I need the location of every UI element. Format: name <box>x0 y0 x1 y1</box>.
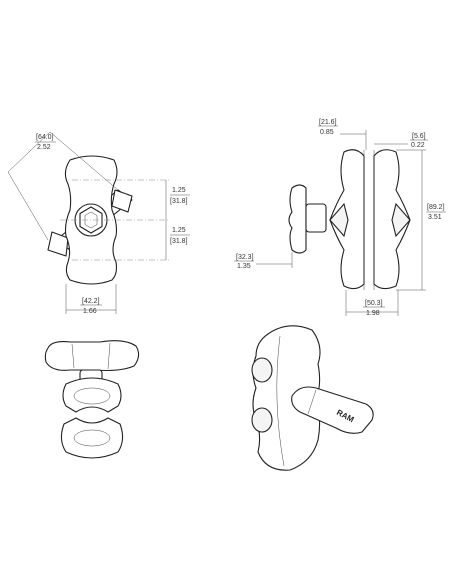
diag-dim-line <box>7 131 51 173</box>
side-view-knob-neck <box>305 203 327 233</box>
depth-dim-mm: [50.3] <box>365 300 383 307</box>
angled-clamp-seam <box>276 335 285 467</box>
side-view-ball-left <box>329 202 349 238</box>
lower-dim-in: 1.25 <box>172 227 186 234</box>
depth-dim-in: 1.98 <box>366 310 380 317</box>
angled-ball-top <box>251 357 273 383</box>
side-view-knob <box>288 184 307 254</box>
perspective-knob-ridge-1 <box>71 343 75 369</box>
front-view-dimensions: [64.0] 2.52 1.25 [31.8] 1.25 [31.8] [42.… <box>7 131 190 315</box>
side-view-dimensions: [21.6] 0.85 [5.6] 0.22 [89.2] 3.51 [32.3… <box>234 119 446 317</box>
perspective-upper-clamp <box>62 377 122 413</box>
side-view-ball-right <box>391 202 411 238</box>
perspective-knob-ridge-2 <box>107 342 111 370</box>
perspective-view-front <box>44 340 140 459</box>
top-dim-mm: [21.6] <box>319 119 337 126</box>
width-dim-mm: [42.2] <box>82 298 100 305</box>
front-view-arm-tip-right <box>111 189 133 213</box>
lower-dim-mm: [31.8] <box>170 238 188 245</box>
front-view <box>47 155 170 285</box>
diag-dim-mm: [64.0] <box>36 134 54 141</box>
height-dim-mm: [89.2] <box>427 204 445 211</box>
height-dim-in: 3.51 <box>428 214 442 221</box>
diag-dim-in: 2.52 <box>37 144 51 151</box>
perspective-knob <box>44 340 140 372</box>
diag-dim-ext-1 <box>49 131 119 191</box>
knob-dim-mm: [32.3] <box>236 254 254 261</box>
gap-dim-in: 0.22 <box>411 142 425 149</box>
angled-ball-bottom <box>251 407 273 433</box>
diag-dim-ext-2 <box>7 171 49 241</box>
front-view-arm-tip-left <box>47 231 69 257</box>
side-view <box>288 149 411 290</box>
angled-handle-ridge <box>307 389 317 415</box>
gap-dim-mm: [5.6] <box>412 133 426 140</box>
top-dim-in: 0.85 <box>320 129 334 136</box>
width-dim-in: 1.66 <box>83 308 97 315</box>
perspective-lower-ring <box>73 429 111 447</box>
upper-dim-mm: [31.8] <box>170 198 188 205</box>
upper-dim-in: 1.25 <box>172 187 186 194</box>
perspective-view-angled: RAM <box>251 325 374 471</box>
front-view-hex-socket <box>84 211 98 229</box>
perspective-upper-ring <box>73 387 111 405</box>
perspective-lower-clamp <box>60 417 124 459</box>
angled-handle <box>291 386 374 434</box>
knob-dim-in: 1.35 <box>237 263 251 270</box>
